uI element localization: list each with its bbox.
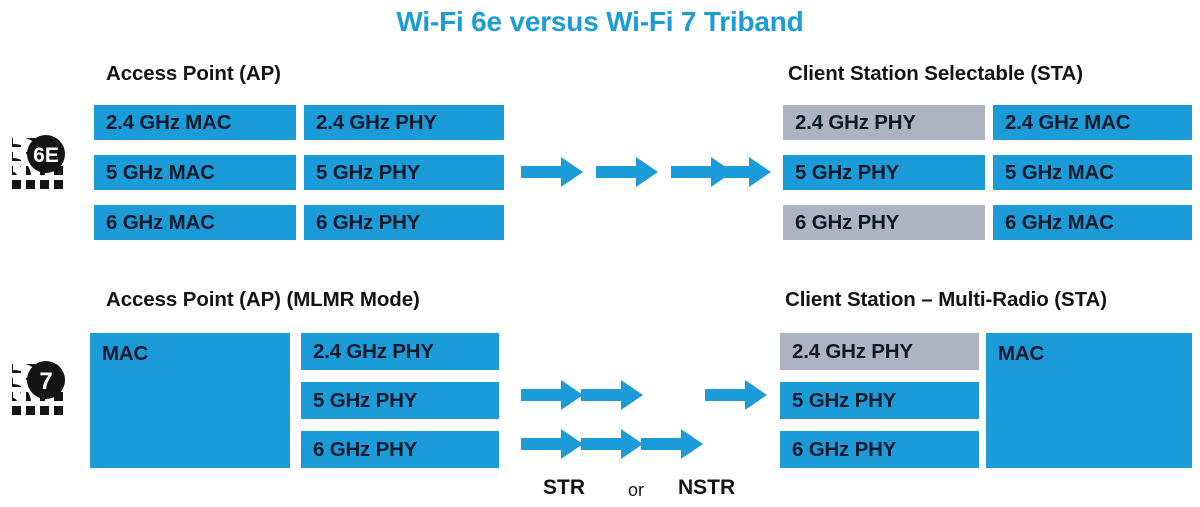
sta-6e-header: Client Station Selectable (STA) [788, 62, 1083, 85]
sta-6e-mac-24: 2.4 GHz MAC [993, 105, 1192, 140]
right-arrow-icon [521, 429, 583, 459]
right-arrow-icon [521, 157, 583, 187]
sta-6e-phy-24: 2.4 GHz PHY [783, 105, 985, 140]
sta-7-phy-5: 5 GHz PHY [780, 382, 979, 419]
right-arrow-icon [709, 157, 771, 187]
right-arrow-icon [671, 157, 733, 187]
right-arrow-icon [581, 429, 643, 459]
ap-6e-phy-6: 6 GHz PHY [304, 205, 504, 240]
sta-6e-mac-6: 6 GHz MAC [993, 205, 1192, 240]
ap-7-phy-5: 5 GHz PHY [301, 382, 499, 419]
ap-6e-phy-24: 2.4 GHz PHY [304, 105, 504, 140]
wifi-6e-badge-label: 6E [33, 144, 59, 167]
wifi-7-badge-label: 7 [39, 368, 52, 395]
right-arrow-icon [705, 380, 767, 410]
sta-6e-phy-5: 5 GHz PHY [783, 155, 985, 190]
wifi-7-certified-icon: 7 [8, 358, 70, 420]
ap-6e-phy-5: 5 GHz PHY [304, 155, 504, 190]
right-arrow-icon [521, 380, 583, 410]
right-arrow-icon [596, 157, 658, 187]
sta-7-mac-block: MAC [986, 333, 1192, 468]
caption-or: or [628, 480, 645, 500]
ap-6e-mac-24: 2.4 GHz MAC [94, 105, 296, 140]
page-title: Wi-Fi 6e versus Wi-Fi 7 Triband [396, 6, 804, 37]
ap-6e-mac-6: 6 GHz MAC [94, 205, 296, 240]
ap-6e-mac-5: 5 GHz MAC [94, 155, 296, 190]
ap-7-phy-6: 6 GHz PHY [301, 431, 499, 468]
ap-7-header: Access Point (AP) (MLMR Mode) [106, 288, 420, 311]
ap-7-phy-24: 2.4 GHz PHY [301, 333, 499, 370]
sta-7-header: Client Station – Multi-Radio (STA) [785, 288, 1107, 311]
caption-str: STR [543, 476, 585, 499]
right-arrow-icon [641, 429, 703, 459]
right-arrow-icon [581, 380, 643, 410]
ap-6e-header: Access Point (AP) [106, 62, 281, 85]
sta-6e-mac-5: 5 GHz MAC [993, 155, 1192, 190]
sta-6e-phy-6: 6 GHz PHY [783, 205, 985, 240]
sta-7-phy-6: 6 GHz PHY [780, 431, 979, 468]
wifi-6e-certified-icon: 6E [8, 132, 70, 194]
caption-nstr: NSTR [678, 476, 736, 499]
sta-7-phy-24: 2.4 GHz PHY [780, 333, 979, 370]
ap-7-mac-block: MAC [90, 333, 290, 468]
